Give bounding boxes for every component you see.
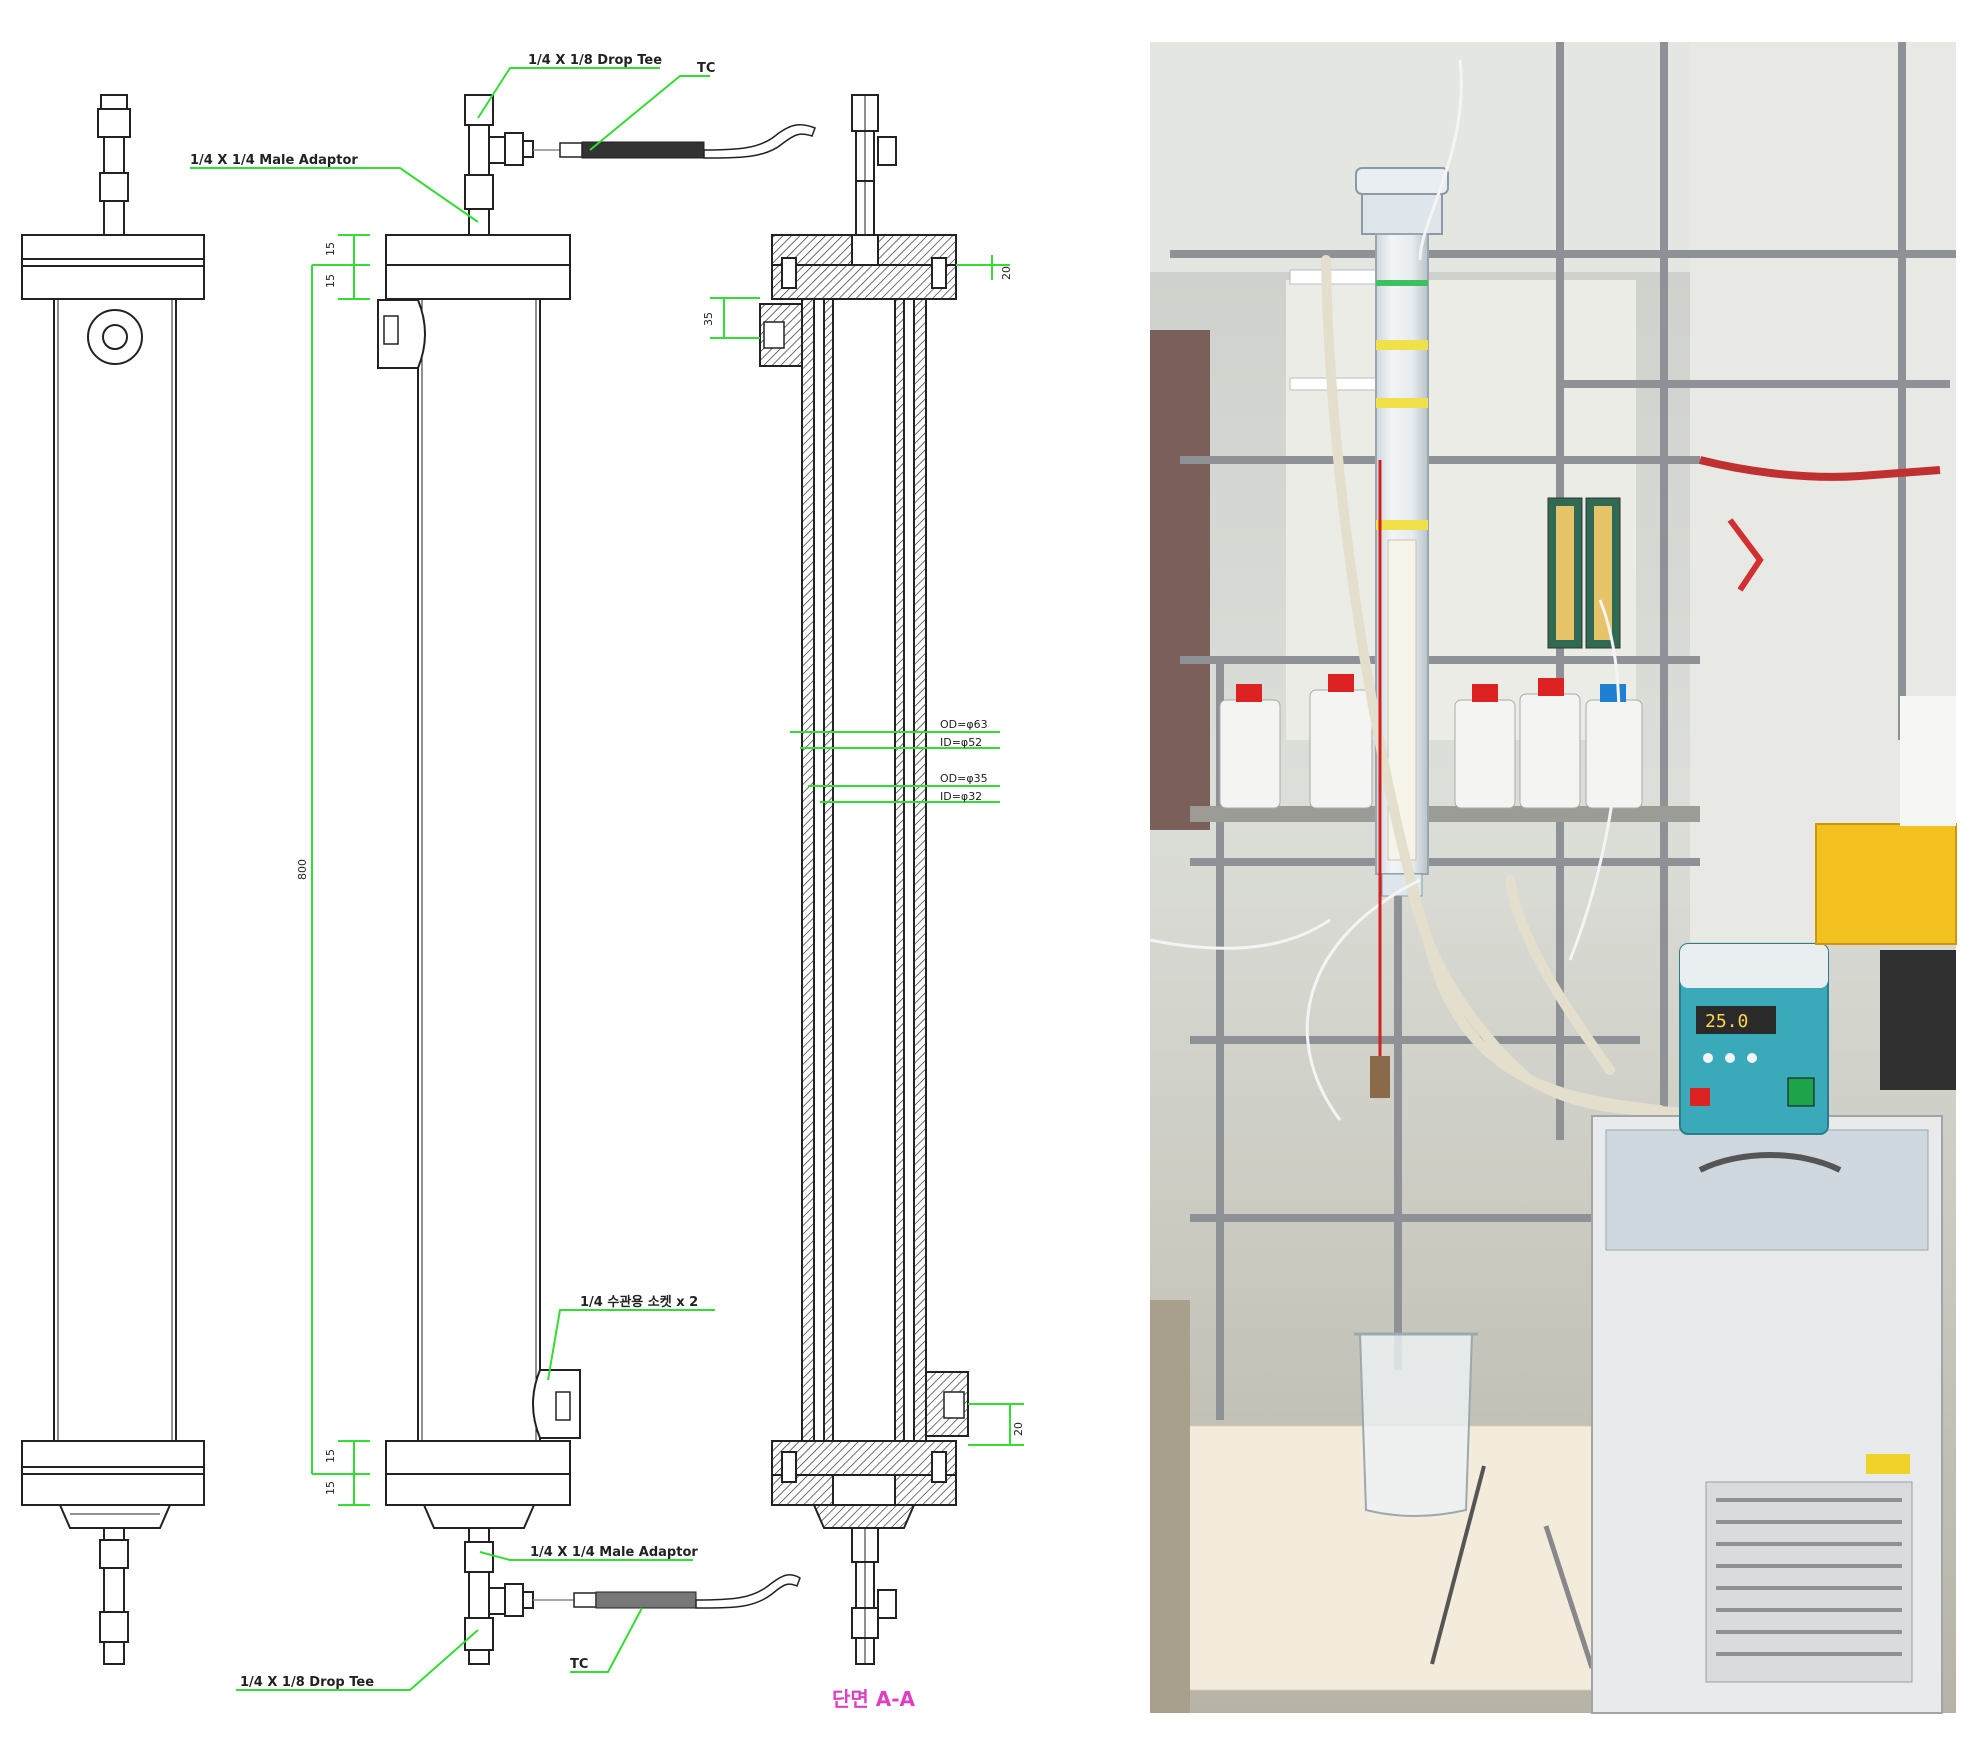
dim-nozzle-bottom: 20	[1012, 1422, 1025, 1436]
dim-length: 800	[296, 859, 309, 880]
section-view: 20 35 OD=φ63 ID=φ52 OD=φ35 ID=φ32 20 단면 …	[702, 94, 1025, 1711]
dim-flange-top-2: 15	[324, 274, 337, 288]
water-bath-icon: 25.0	[1591, 943, 1943, 1714]
section-top-flange	[771, 234, 957, 300]
label-male-adaptor-top: 1/4 X 1/4 Male Adaptor	[190, 153, 358, 168]
bottom-thermocouple-icon	[533, 1573, 801, 1609]
side-dimensions	[311, 234, 370, 1506]
beaker-icon	[1354, 1332, 1478, 1517]
bottom-tee-fitting-icon	[464, 1527, 534, 1665]
tubing	[1321, 255, 1685, 1117]
rotameter-icon	[1547, 497, 1621, 649]
top-tee-fitting-icon	[464, 94, 534, 236]
section-outer-wall-left	[801, 298, 815, 1442]
label-male-adaptor-bottom: 1/4 X 1/4 Male Adaptor	[530, 1545, 698, 1560]
dim-flange-thk: 20	[1000, 266, 1013, 280]
section-inner-wall-right	[894, 298, 905, 1442]
side-column-body	[417, 298, 541, 1442]
lab-photo: 25.0	[1149, 42, 1957, 1714]
label-tc-bottom: TC	[570, 1657, 588, 1672]
front-view	[21, 94, 205, 1665]
dim-od-inner: OD=φ35	[940, 772, 988, 785]
section-dimensions	[710, 255, 1024, 1446]
side-top-flange	[385, 234, 571, 300]
column-body	[53, 298, 177, 1442]
dim-id-outer: ID=φ52	[940, 736, 982, 749]
label-port-note: 1/4 수관용 소켓 x 2	[580, 1294, 698, 1310]
label-tc-top: TC	[697, 61, 715, 76]
dim-flange-bot-1: 15	[324, 1449, 337, 1463]
label-tee-bottom: 1/4 X 1/8 Drop Tee	[240, 1675, 374, 1690]
dim-nozzle-top: 35	[702, 312, 715, 326]
thin-tubing	[1149, 59, 1621, 1121]
dim-id-inner: ID=φ32	[940, 790, 982, 803]
label-tee-top: 1/4 X 1/8 Drop Tee	[528, 53, 662, 68]
reagent-bottle-icon	[1219, 674, 1643, 809]
section-outer-wall-right	[913, 298, 927, 1442]
section-inner-wall-left	[823, 298, 834, 1442]
bottom-fitting-icon	[99, 1527, 129, 1665]
top-thermocouple-icon	[533, 123, 816, 159]
side-view: 15 15 800 15 15 1/4 X 1/8 Drop Tee TC 1/…	[190, 53, 816, 1691]
top-fitting-icon	[97, 94, 131, 236]
section-top-fitting-icon	[851, 94, 897, 236]
section-bottom-flange	[771, 1440, 957, 1506]
dim-od-outer: OD=φ63	[940, 718, 988, 731]
section-label: 단면 A-A	[832, 1687, 916, 1711]
dim-flange-bot-2: 15	[324, 1481, 337, 1495]
controller-display: 25.0	[1705, 1011, 1748, 1032]
dim-flange-top-1: 15	[324, 242, 337, 256]
section-bottom-fitting-icon	[851, 1527, 897, 1665]
side-leaders	[190, 67, 715, 1691]
